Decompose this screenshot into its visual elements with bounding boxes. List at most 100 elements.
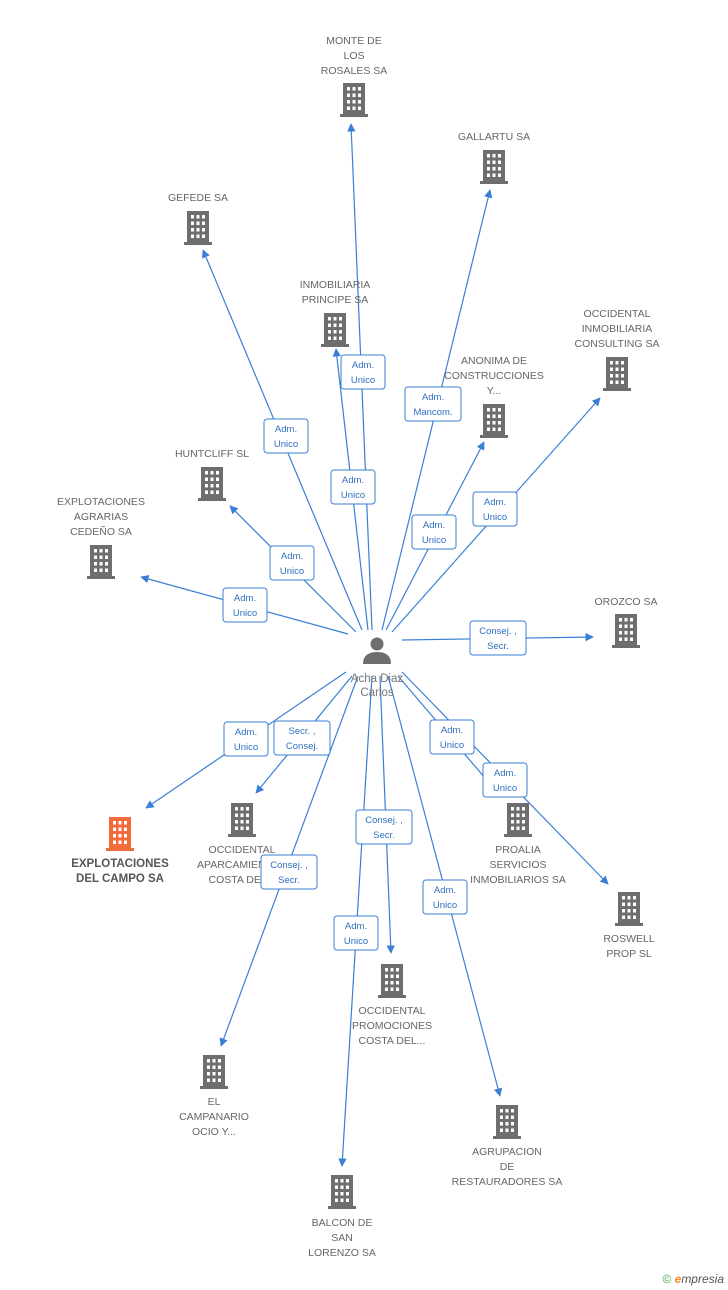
company-node-occidental-inmobiliaria-consulting-sa[interactable]: OCCIDENTAL INMOBILIARIA CONSULTING SA bbox=[575, 308, 660, 391]
building-icon[interactable] bbox=[615, 892, 643, 926]
company-node-agrupacion-de-restauradores-sa[interactable]: AGRUPACION DE RESTAURADORES SA bbox=[452, 1105, 563, 1188]
role-label-text: Consej. , bbox=[479, 626, 517, 637]
role-box-border bbox=[411, 514, 457, 550]
company-node-explotaciones-agrarias-cedeno-sa[interactable]: EXPLOTACIONES AGRARIAS CEDEÑO SA bbox=[57, 496, 145, 579]
company-name-line[interactable]: LORENZO SA bbox=[308, 1247, 376, 1259]
company-name-line[interactable]: DEL CAMPO SA bbox=[76, 873, 164, 885]
company-name-line[interactable]: GEFEDE SA bbox=[168, 192, 228, 204]
company-name-line[interactable]: PRINCIPE SA bbox=[302, 294, 369, 306]
company-name-line[interactable]: BALCON DE bbox=[312, 1217, 373, 1229]
role-label-box[interactable]: Adm.Unico bbox=[223, 721, 269, 757]
company-name-line[interactable]: CONSULTING SA bbox=[575, 338, 660, 350]
role-label-box[interactable]: Consej. ,Secr. bbox=[355, 809, 413, 845]
role-label-box[interactable]: Adm.Unico bbox=[482, 762, 528, 798]
building-icon[interactable] bbox=[504, 803, 532, 837]
person-name-line[interactable]: Carlos bbox=[360, 687, 393, 699]
building-icon[interactable] bbox=[493, 1105, 521, 1139]
building-icon[interactable] bbox=[603, 357, 631, 391]
company-name-line[interactable]: COSTA DEL... bbox=[359, 1035, 426, 1047]
person-name-line[interactable]: Acha Diaz bbox=[351, 673, 404, 685]
company-name-line[interactable]: EL bbox=[208, 1096, 221, 1108]
company-name-line[interactable]: LOS bbox=[343, 50, 364, 62]
building-icon[interactable] bbox=[340, 83, 368, 117]
company-node-orozco-sa[interactable]: OROZCO SA bbox=[594, 596, 658, 648]
company-name-line[interactable]: Y... bbox=[487, 385, 501, 397]
company-name-line[interactable]: PROP SL bbox=[606, 948, 651, 960]
company-name-line[interactable]: COSTA DEL... bbox=[209, 874, 276, 886]
company-name-line[interactable]: CAMPANARIO bbox=[179, 1111, 249, 1123]
company-name-line[interactable]: SAN bbox=[331, 1232, 353, 1244]
building-icon[interactable] bbox=[228, 803, 256, 837]
company-node-balcon-de-san-lorenzo-sa[interactable]: BALCON DE SAN LORENZO SA bbox=[308, 1175, 376, 1259]
company-name-line[interactable]: PROMOCIONES bbox=[352, 1020, 432, 1032]
company-node-el-campanario-ocio[interactable]: EL CAMPANARIO OCIO Y... bbox=[179, 1055, 249, 1138]
role-label-box[interactable]: Consej. ,Secr. bbox=[260, 854, 318, 890]
role-label-box[interactable]: Adm.Unico bbox=[422, 879, 468, 915]
company-node-roswell-prop-sl[interactable]: ROSWELL PROP SL bbox=[603, 892, 655, 960]
company-name-line[interactable]: ROSALES SA bbox=[321, 65, 388, 77]
building-icon[interactable] bbox=[200, 1055, 228, 1089]
company-name-line[interactable]: CONSTRUCCIONES bbox=[444, 370, 544, 382]
company-node-monte-de-los-rosales-sa[interactable]: MONTE DE LOS ROSALES SA bbox=[321, 35, 388, 117]
role-label-box[interactable]: Adm.Unico bbox=[263, 418, 309, 454]
building-icon[interactable] bbox=[184, 211, 212, 245]
role-label-box[interactable]: Adm.Unico bbox=[429, 719, 475, 755]
building-icon[interactable] bbox=[87, 545, 115, 579]
role-label-box[interactable]: Adm.Unico bbox=[411, 514, 457, 550]
company-name-line[interactable]: EXPLOTACIONES bbox=[71, 858, 169, 870]
company-node-inmobiliaria-principe-sa[interactable]: INMOBILIARIA PRINCIPE SA bbox=[300, 279, 371, 347]
company-name-line[interactable]: INMOBILIARIOS SA bbox=[470, 874, 566, 886]
company-name-line[interactable]: AGRARIAS bbox=[74, 511, 128, 523]
company-name-line[interactable]: ANONIMA DE bbox=[461, 355, 527, 367]
role-label-box[interactable]: Secr. ,Consej. bbox=[273, 720, 331, 756]
role-label-box[interactable]: Adm.Unico bbox=[333, 915, 379, 951]
building-icon[interactable] bbox=[328, 1175, 356, 1209]
company-node-occidental-promociones[interactable]: OCCIDENTAL PROMOCIONES COSTA DEL... bbox=[352, 964, 432, 1047]
company-name-line[interactable]: INMOBILIARIA bbox=[300, 279, 371, 291]
role-label-box[interactable]: Adm.Unico bbox=[472, 491, 518, 527]
building-icon[interactable] bbox=[106, 817, 134, 851]
company-name-line[interactable]: HUNTCLIFF SL bbox=[175, 448, 249, 460]
role-label-box[interactable]: Adm.Unico bbox=[330, 469, 376, 505]
person-icon[interactable] bbox=[363, 637, 391, 665]
company-node-proalia-servicios-inmobiliarios-sa[interactable]: PROALIA SERVICIOS INMOBILIARIOS SA bbox=[470, 803, 566, 886]
company-node-gallartu-sa[interactable]: GALLARTU SA bbox=[458, 131, 530, 184]
company-node-gefede-sa[interactable]: GEFEDE SA bbox=[168, 192, 228, 245]
building-icon[interactable] bbox=[321, 313, 349, 347]
company-name-line[interactable]: MONTE DE bbox=[326, 35, 381, 47]
role-label-text: Adm. bbox=[275, 424, 297, 435]
building-icon[interactable] bbox=[198, 467, 226, 501]
company-name-line[interactable]: EXPLOTACIONES bbox=[57, 496, 145, 508]
company-name-line[interactable]: OROZCO SA bbox=[594, 596, 657, 608]
company-name-line[interactable]: OCCIDENTAL bbox=[359, 1005, 426, 1017]
company-name-line[interactable]: OCCIDENTAL bbox=[584, 308, 651, 320]
company-node-anonima-de-construcciones[interactable]: ANONIMA DE CONSTRUCCIONES Y... bbox=[444, 355, 544, 438]
building-icon[interactable] bbox=[378, 964, 406, 998]
company-name-line[interactable]: AGRUPACION bbox=[472, 1146, 542, 1158]
role-label-box[interactable]: Consej. ,Secr. bbox=[469, 620, 527, 656]
company-name-line[interactable]: PROALIA bbox=[495, 844, 541, 856]
company-name-line[interactable]: GALLARTU SA bbox=[458, 131, 530, 143]
company-name-line[interactable]: DE bbox=[500, 1161, 515, 1173]
building-icon[interactable] bbox=[612, 614, 640, 648]
role-label-box[interactable]: Adm.Unico bbox=[222, 587, 268, 623]
company-name-line[interactable]: INMOBILIARIA bbox=[582, 323, 653, 335]
role-label-text: Unico bbox=[233, 608, 257, 619]
company-node-huntcliff-sl[interactable]: HUNTCLIFF SL bbox=[175, 448, 249, 501]
building-icon[interactable] bbox=[480, 404, 508, 438]
company-name-line[interactable]: RESTAURADORES SA bbox=[452, 1176, 563, 1188]
company-name-line[interactable]: CEDEÑO SA bbox=[70, 525, 132, 538]
company-node-explotaciones-del-campo-sa[interactable]: EXPLOTACIONES DEL CAMPO SA bbox=[71, 817, 169, 885]
building-icon[interactable] bbox=[480, 150, 508, 184]
company-name-line[interactable]: ROSWELL bbox=[603, 933, 655, 945]
role-box-border bbox=[273, 720, 331, 756]
company-name-line[interactable]: SERVICIOS bbox=[490, 859, 547, 871]
role-label-box[interactable]: Adm.Mancom. bbox=[404, 386, 462, 422]
company-name-line[interactable]: OCIO Y... bbox=[192, 1126, 236, 1138]
role-label-box[interactable]: Adm.Unico bbox=[340, 354, 386, 390]
company-name-line[interactable]: OCCIDENTAL bbox=[209, 844, 276, 856]
role-label-text: Unico bbox=[351, 375, 375, 386]
role-label-text: Adm. bbox=[434, 885, 456, 896]
role-label-box[interactable]: Adm.Unico bbox=[269, 545, 315, 581]
